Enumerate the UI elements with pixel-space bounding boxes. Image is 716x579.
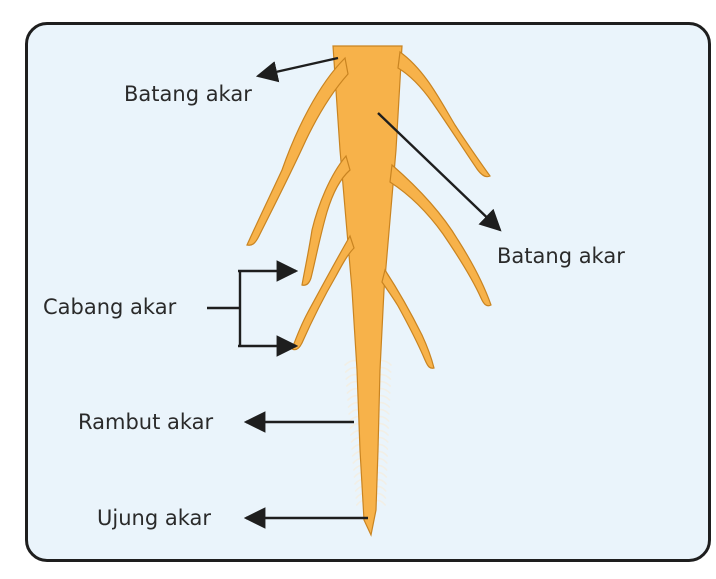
main-root xyxy=(247,46,491,535)
branch-right-1 xyxy=(398,52,490,177)
label-batang-top: Batang akar xyxy=(124,84,252,105)
label-batang-right: Batang akar xyxy=(497,246,625,267)
branch-left-2 xyxy=(302,156,350,285)
branch-right-2 xyxy=(390,165,491,306)
branch-left-1 xyxy=(247,58,348,245)
branch-left-3 xyxy=(292,236,354,350)
label-ujung: Ujung akar xyxy=(97,508,211,529)
label-cabang: Cabang akar xyxy=(43,297,176,318)
label-rambut: Rambut akar xyxy=(78,412,213,433)
arrow-batang-top xyxy=(258,58,338,76)
branch-right-3 xyxy=(382,270,434,368)
